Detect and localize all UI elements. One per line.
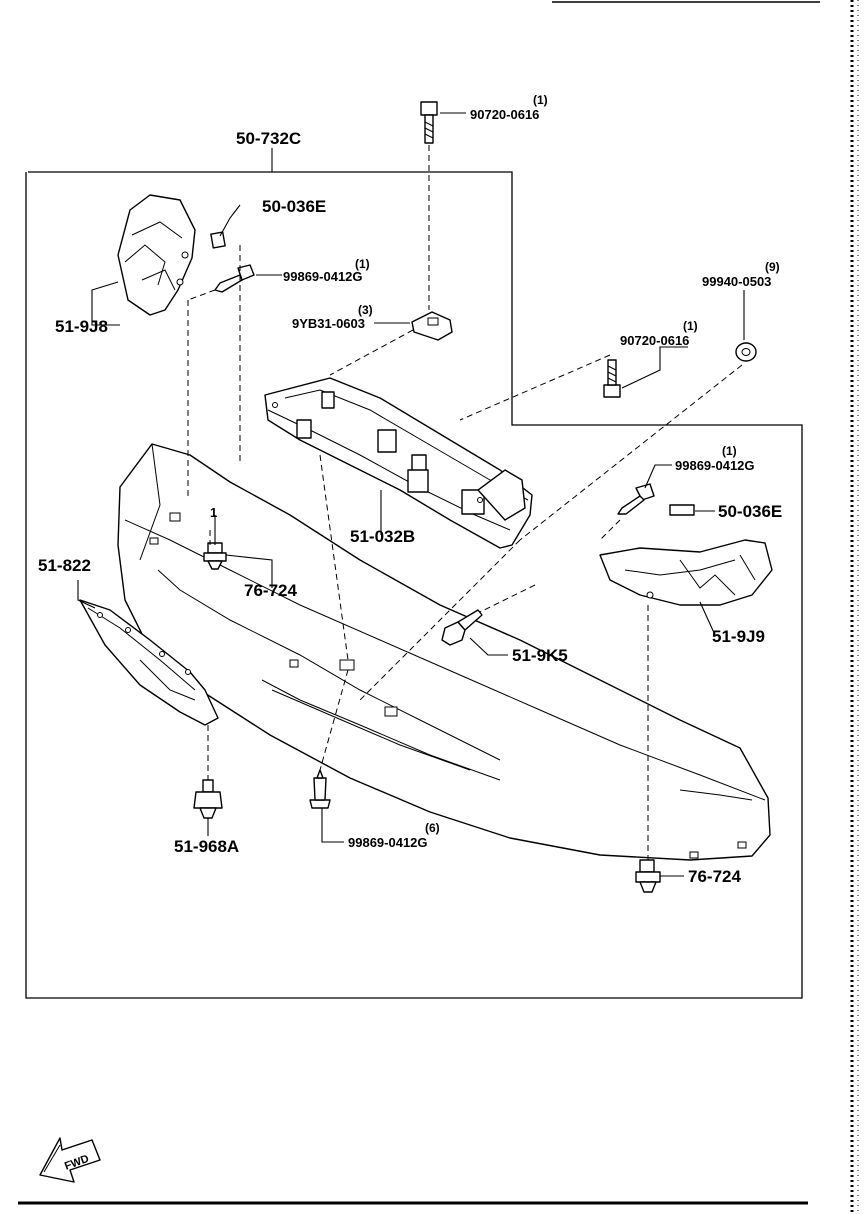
label-nut-clip: 9YB31-0603 — [292, 316, 365, 331]
screw-right — [617, 483, 655, 515]
label-fastener-right: 76-724 — [688, 867, 741, 886]
label-screw-upper-left: 99869-0412G — [283, 269, 363, 284]
label-nut: 99940-0503 — [702, 274, 771, 289]
qty-nut-clip: (3) — [358, 303, 373, 317]
label-clip-rivet: 51-9K5 — [512, 646, 568, 665]
qty-screw-upper-left: (1) — [355, 257, 370, 271]
screw-upper-left — [214, 264, 255, 293]
bolt-top — [420, 101, 438, 144]
qty-bolt-right: (1) — [683, 319, 698, 333]
fwd-arrow-icon: FWD — [39, 1137, 101, 1183]
hex-nut — [735, 342, 757, 362]
label-spacer-left: 50-036E — [262, 197, 326, 216]
bracket-right — [599, 539, 773, 606]
bolt-right — [603, 359, 621, 398]
fastener-spoiler — [193, 779, 223, 819]
label-bracket-right: 51-9J9 — [712, 627, 765, 646]
qty-bolt-top: (1) — [533, 93, 548, 107]
nut-clip — [411, 311, 453, 341]
lip-spoiler — [79, 599, 219, 726]
label-bolt-top: 90720-0616 — [470, 107, 539, 122]
label-reinforcement: 51-032B — [350, 527, 415, 546]
spacer-right — [669, 504, 695, 516]
label-screw-lower: 99869-0412G — [348, 835, 428, 850]
spacer-left — [210, 231, 226, 249]
label-bolt-right: 90720-0616 — [620, 333, 689, 348]
label-fastener-spoiler: 51-968A — [174, 837, 239, 856]
assembly-frame — [25, 171, 803, 999]
qty-nut: (9) — [765, 260, 780, 274]
label-callout-1: 1 — [210, 505, 217, 520]
label-fastener-left: 76-724 — [244, 581, 297, 600]
qty-screw-lower: (6) — [425, 821, 440, 835]
qty-screw-right: (1) — [722, 444, 737, 458]
reinforcement-bar — [264, 377, 533, 549]
label-bumper-assembly: 50-732C — [236, 129, 301, 148]
label-spacer-right: 50-036E — [718, 502, 782, 521]
fastener-right — [635, 859, 661, 893]
clip-rivet — [441, 609, 483, 646]
screw-lower — [309, 769, 331, 809]
label-screw-right: 99869-0412G — [675, 458, 755, 473]
bracket-left — [117, 194, 196, 316]
label-bracket-left: 51-9J8 — [55, 317, 108, 336]
label-lip-spoiler: 51-822 — [38, 556, 91, 575]
